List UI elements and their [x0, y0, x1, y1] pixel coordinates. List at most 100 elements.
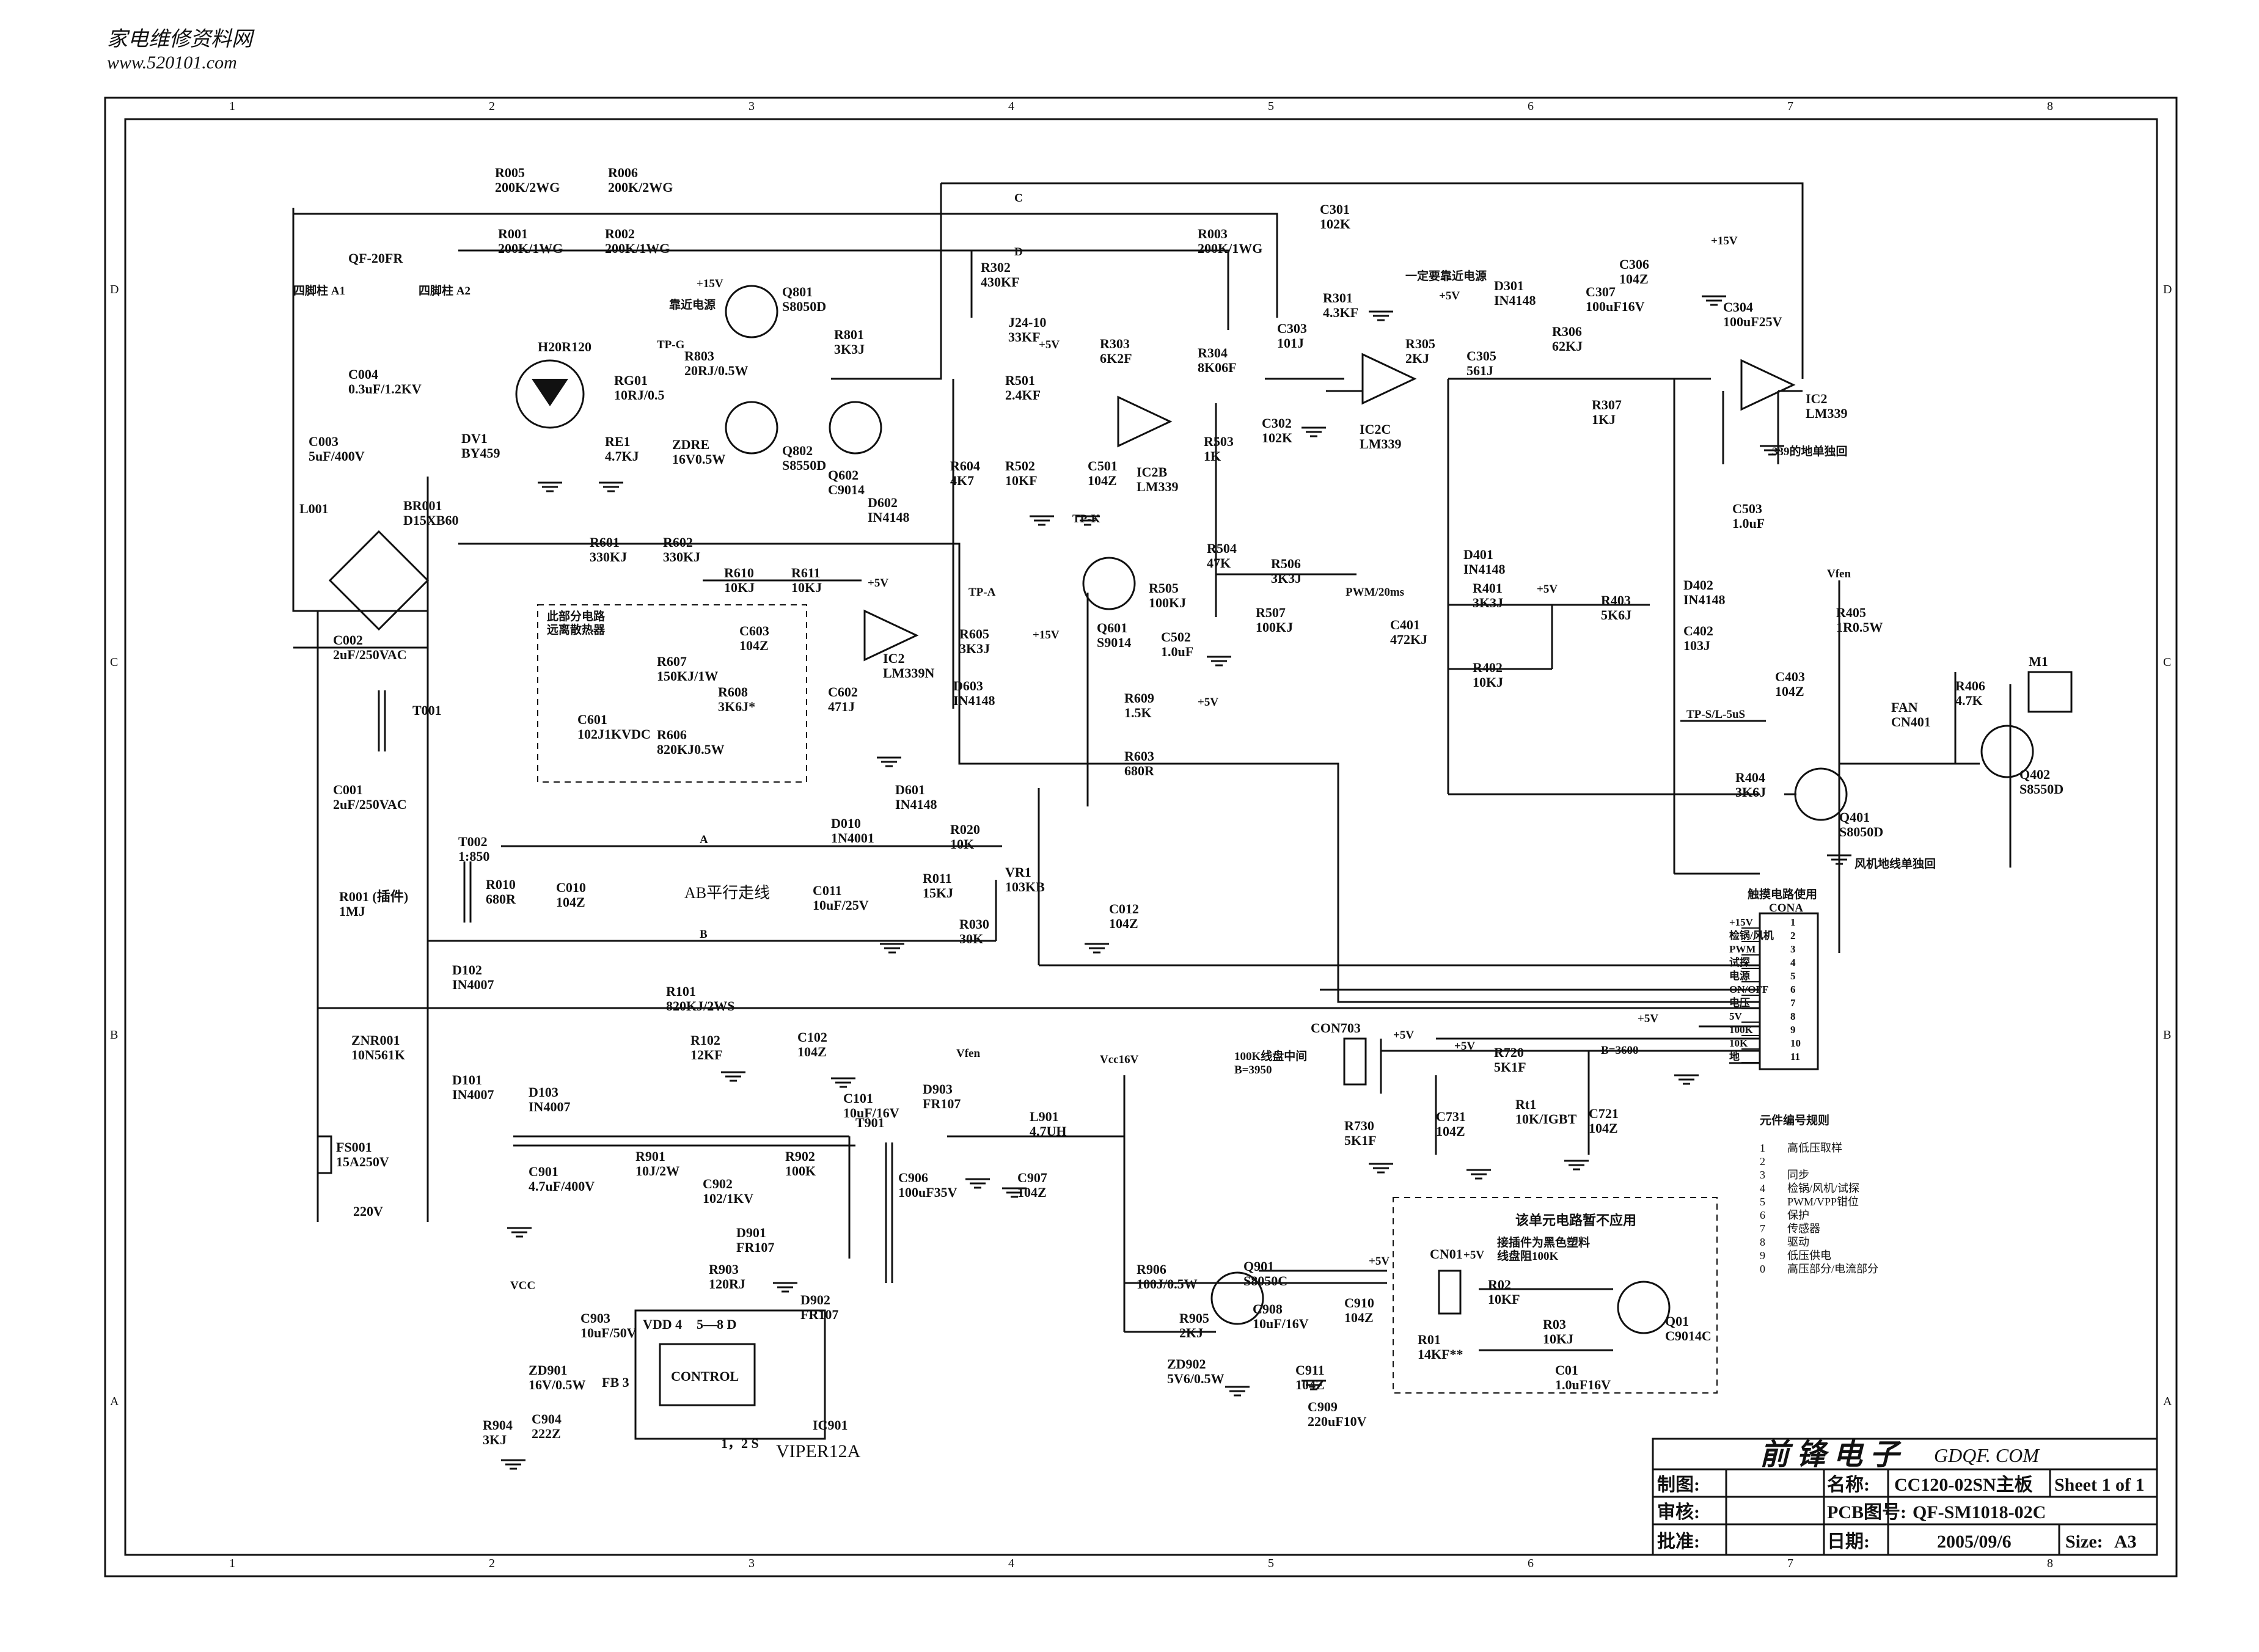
component-ref-c501: C501	[1088, 458, 1118, 473]
component-value-c306: 104Z	[1619, 271, 1649, 287]
grid-row-label: D	[110, 283, 119, 296]
component-value-c102: 104Z	[797, 1044, 827, 1059]
component-ref-c503: C503	[1732, 501, 1762, 516]
component-ref-r606: R606	[657, 727, 687, 742]
component-value-r602: 330KJ	[663, 549, 700, 565]
comparator-4-icon	[1740, 359, 1796, 411]
component-value-rg01: 10RJ/0.5	[614, 387, 665, 403]
component-ref-r608: R608	[718, 684, 748, 700]
component-ref-c910: C910	[1344, 1295, 1374, 1310]
grid-col-label: 4	[1008, 100, 1014, 113]
size-value: A3	[2114, 1532, 2137, 1552]
component-ref-c301: C301	[1320, 202, 1350, 217]
component-value-t002: 1:850	[458, 849, 489, 864]
net-p5v-2: +5V	[868, 577, 888, 590]
component-value-d903: FR107	[923, 1096, 961, 1111]
ic901-ref: IC901	[813, 1417, 848, 1433]
component-ref-rt1: Rt1	[1515, 1097, 1536, 1112]
component-value-r720: 5K1F	[1494, 1059, 1526, 1075]
component-ref-r020: R020	[950, 822, 980, 837]
date-value: 2005/09/6	[1937, 1532, 2012, 1552]
component-ref-r001a: R001	[498, 226, 528, 241]
grid-col-label: 4	[1008, 1557, 1014, 1570]
component-ref-r605: R605	[959, 626, 989, 641]
component-ref-r02: R02	[1488, 1277, 1511, 1292]
component-value-r306: 62KJ	[1552, 338, 1583, 354]
component-ref-c907: C907	[1017, 1170, 1047, 1185]
net-p15v-3: +15V	[1711, 235, 1738, 247]
component-value-c403: 104Z	[1775, 684, 1804, 699]
cona-pin-number: 8	[1790, 1011, 1796, 1022]
cona-signal-label: 电压	[1729, 996, 1750, 1009]
component-value-c307: 100uF16V	[1586, 299, 1645, 314]
component-value-r605: 3K3J	[959, 641, 990, 656]
transistor-q801-icon	[725, 285, 778, 338]
component-ref-c603: C603	[739, 623, 769, 638]
legend-item-number: 6	[1760, 1209, 1765, 1221]
transistor-q901-icon	[1210, 1271, 1264, 1325]
component-ref-r306: R306	[1552, 324, 1582, 339]
note-four-pin-a1: 四脚柱 A1	[293, 283, 345, 298]
component-ref-r603: R603	[1124, 748, 1154, 764]
component-value-re1: 4.7KJ	[605, 448, 639, 464]
name-label: 名称:	[1827, 1475, 1870, 1495]
net-p5v-4: +5V	[1439, 290, 1460, 302]
component-value-r902: 100K	[785, 1163, 816, 1179]
net-tp-a: TP-A	[968, 586, 996, 599]
cona-pin-number: 6	[1790, 984, 1796, 995]
net-vfen-1: Vfen	[956, 1047, 980, 1060]
legend-item-number: 3	[1760, 1169, 1765, 1181]
net-tp-k: TP-K	[1072, 513, 1100, 525]
grid-col-label: 3	[749, 1557, 755, 1570]
net-tp-g: TP-G	[657, 338, 685, 351]
component-value-c601: 102J1KVDC	[577, 726, 651, 742]
component-value-q802: S8550D	[782, 458, 826, 473]
cona-signal-label: 电源	[1729, 970, 1750, 982]
component-ref-t901: T901	[855, 1115, 885, 1130]
note-four-pin-a2: 四脚柱 A2	[419, 283, 470, 298]
component-value-r506: 3K3J	[1271, 571, 1302, 586]
legend-item-text: 传感器	[1787, 1223, 1820, 1235]
component-value-r307: 1KJ	[1592, 412, 1616, 427]
component-ref-d102: D102	[452, 962, 482, 978]
component-value-r903: 120RJ	[709, 1276, 745, 1292]
grid-col-label: 8	[2047, 1557, 2053, 1570]
component-ref-qf20fr: QF-20FR	[348, 250, 403, 266]
component-value-c304: 100uF25V	[1723, 314, 1782, 329]
component-value-c402: 103J	[1683, 638, 1710, 653]
component-value-r608: 3K6J*	[718, 699, 755, 714]
pcb-label: PCB图号:	[1827, 1502, 1906, 1522]
ic901-pin-s: 1，2 S	[721, 1436, 759, 1451]
component-value-r405: 1R0.5W	[1836, 620, 1883, 635]
board-name: CC120-02SN主板	[1894, 1475, 2033, 1495]
m1-connector-body	[2027, 671, 2073, 713]
component-ref-t002: T002	[458, 834, 488, 849]
title-block: 前 锋 电 子 GDQF. COM 制图: 审核: 批准: 名称: CC120-…	[1652, 1438, 2158, 1556]
component-value-c909: 220uF10V	[1308, 1414, 1367, 1429]
component-ref-r611: R611	[791, 565, 821, 580]
watermark-cn: 家电维修资料网	[107, 28, 255, 51]
component-ref-q901: Q901	[1243, 1259, 1274, 1274]
component-value-q801: S8050D	[782, 299, 826, 314]
net-p5v-5: +5V	[1537, 583, 1558, 596]
component-value-c303: 101J	[1277, 335, 1304, 351]
cona-signal-label: 10K	[1729, 1037, 1748, 1049]
component-value-r001b: 1MJ	[339, 904, 365, 919]
comparator-2-icon	[1117, 395, 1173, 448]
component-ref-r607: R607	[657, 654, 687, 669]
component-ref-fs001: FS001	[336, 1139, 372, 1155]
component-value-r606: 820KJ0.5W	[657, 742, 725, 757]
sheet-number: Sheet 1 of 1	[2054, 1475, 2144, 1495]
component-value-r301: 4.3KF	[1323, 305, 1358, 320]
component-ref-q601: Q601	[1097, 620, 1127, 635]
component-ref-znr001: ZNR001	[351, 1032, 400, 1048]
component-value-br001: D15XB60	[403, 513, 458, 528]
component-ref-r001b: R001 (插件)	[339, 889, 408, 904]
component-ref-r720: R720	[1494, 1045, 1524, 1060]
net-p15v-2: +15V	[1033, 629, 1060, 641]
component-value-c101: 10uF/16V	[843, 1105, 899, 1120]
component-value-r011: 15KJ	[923, 885, 953, 901]
net-p5v-3: +5V	[1198, 696, 1218, 709]
